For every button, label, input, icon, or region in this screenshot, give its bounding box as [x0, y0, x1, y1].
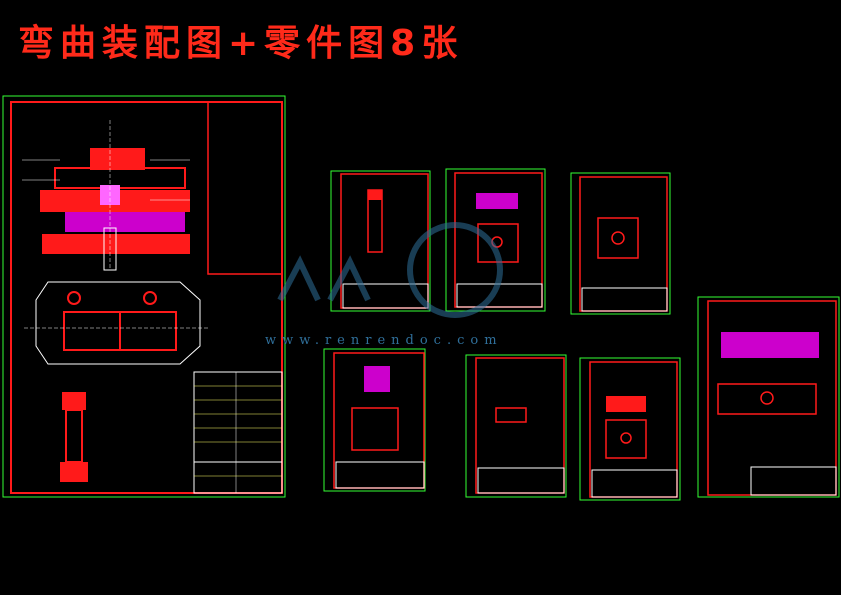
- sheet-part-drawing-5[interactable]: [465, 354, 567, 498]
- assembly-punch-detail: [60, 392, 88, 482]
- sheet-assembly-drawing[interactable]: [2, 95, 286, 498]
- assembly-section-view: [22, 120, 190, 271]
- sheet-part-drawing-6[interactable]: [579, 357, 681, 501]
- assembly-plan-view: [24, 281, 210, 365]
- sheet-part-drawing-3[interactable]: [570, 172, 671, 315]
- sheet-part-drawing-1[interactable]: [330, 170, 431, 312]
- sheet-part-drawing-7[interactable]: [697, 296, 840, 498]
- watermark-url: www.renrendoc.com: [265, 333, 503, 348]
- page-title: 弯曲装配图+零件图8张: [18, 23, 464, 64]
- assembly-title-block: [193, 371, 283, 494]
- sheet-part-drawing-4[interactable]: [323, 348, 426, 492]
- watermark-logo: [277, 222, 503, 318]
